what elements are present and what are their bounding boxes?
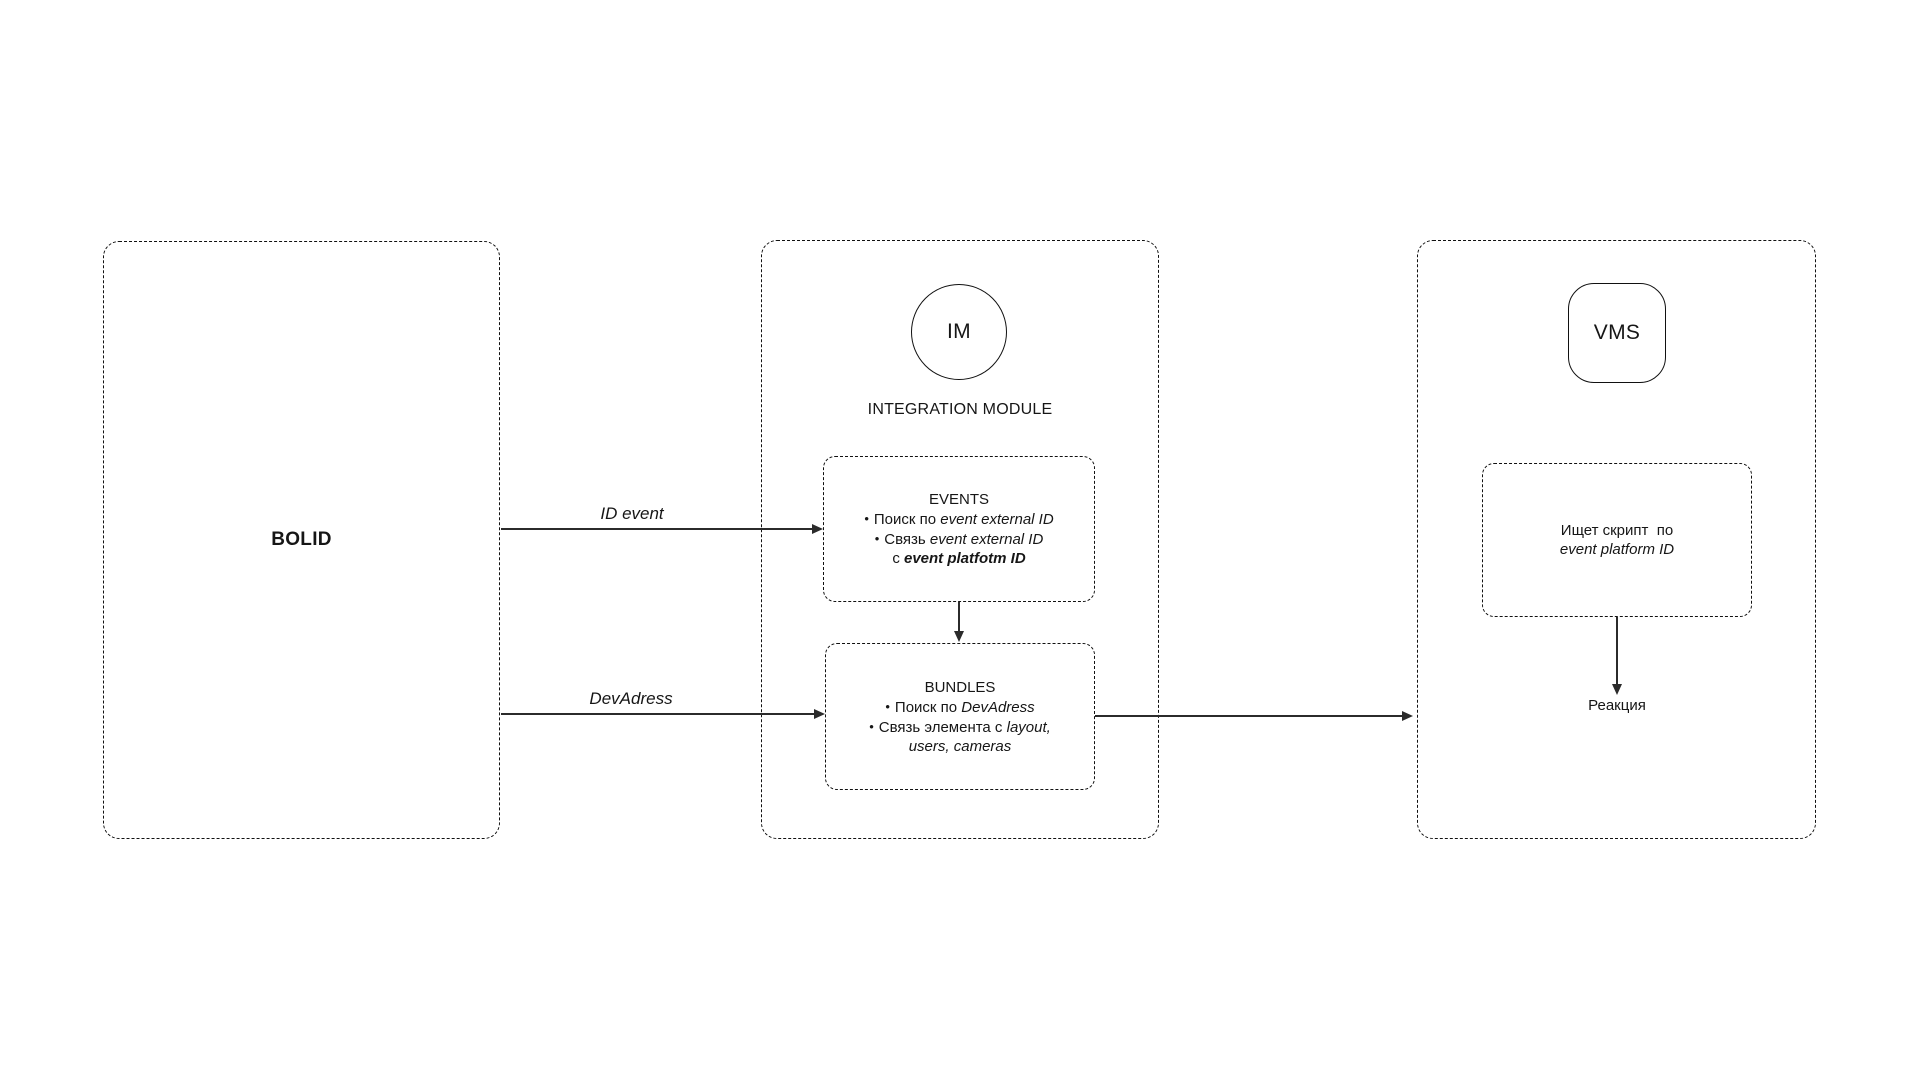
script-box-line-2: event platform ID [1559, 541, 1675, 558]
bullet-icon: • [869, 718, 874, 734]
bullet-icon: • [874, 531, 880, 546]
bundles-item-3-italic: users, cameras [908, 737, 1012, 755]
events-item-1: • Поиск по event external ID [864, 509, 1053, 529]
bundles-to-vms-arrow [1095, 711, 1413, 721]
integration-module-caption: INTEGRATION MODULE [867, 401, 1053, 418]
bundles-item-2-italic: layout, [1006, 718, 1051, 736]
reaction-label: Реакция [1588, 697, 1646, 714]
arrow-shaft [958, 602, 960, 633]
bundles-title: BUNDLES [924, 678, 996, 696]
events-box: EVENTS • Поиск по event external ID • Связ… [823, 456, 1095, 602]
events-item-1-text: Поиск по [873, 511, 941, 528]
bundles-item-2: •Связь элемента с layout, [869, 717, 1051, 737]
im-circle-label: IM [947, 320, 971, 343]
im-circle: IM [911, 284, 1007, 380]
script-box-line-1: Ищет скрипт по [1560, 522, 1674, 539]
devadress-label: DevAdress [589, 689, 673, 708]
bundles-item-1-text: Поиск по [894, 698, 962, 716]
bundles-item-3: users, cameras [909, 737, 1012, 756]
bolid-container [103, 241, 500, 839]
bundles-item-2-text: Связь элемента с [878, 718, 1007, 736]
events-item-2-italic: event external ID [929, 531, 1044, 548]
events-item-2: • Связь event external ID [875, 529, 1044, 549]
arrow-shaft [501, 713, 816, 715]
vms-badge-label: VMS [1593, 321, 1641, 344]
bolid-label: BOLID [271, 529, 332, 550]
events-item-1-italic: event external ID [940, 511, 1054, 528]
bundles-item-1-italic: DevAdress [961, 698, 1035, 716]
arrow-shaft [501, 528, 814, 530]
bundles-box: BUNDLES •Поиск по DevAdress •Связь элеме… [825, 643, 1095, 790]
id-event-label: ID event [600, 504, 664, 523]
arrow-head-icon [1402, 711, 1413, 721]
arrow-head-icon [814, 709, 825, 719]
arrow-shaft [1616, 617, 1618, 686]
bullet-icon: • [864, 511, 869, 526]
events-item-3: с event platfotm ID [892, 549, 1025, 568]
events-item-3-text: с [892, 550, 904, 567]
events-to-bundles-arrow [954, 602, 964, 642]
arrow-shaft [1095, 715, 1404, 717]
vms-badge: VMS [1568, 283, 1666, 383]
events-title: EVENTS [928, 491, 989, 508]
bundles-item-1: •Поиск по DevAdress [885, 697, 1034, 717]
bullet-icon: • [885, 698, 890, 714]
events-item-2-text: Связь [884, 531, 930, 548]
arrow-head-icon [1612, 684, 1622, 695]
arrow-head-icon [812, 524, 823, 534]
id-event-arrow [501, 524, 823, 534]
script-box: Ищет скрипт по event platform ID [1482, 463, 1752, 617]
events-item-3-bold-italic: event platfotm ID [903, 550, 1026, 567]
script-to-reaction-arrow [1612, 617, 1622, 695]
devadress-arrow [501, 709, 825, 719]
arrow-head-icon [954, 631, 964, 642]
